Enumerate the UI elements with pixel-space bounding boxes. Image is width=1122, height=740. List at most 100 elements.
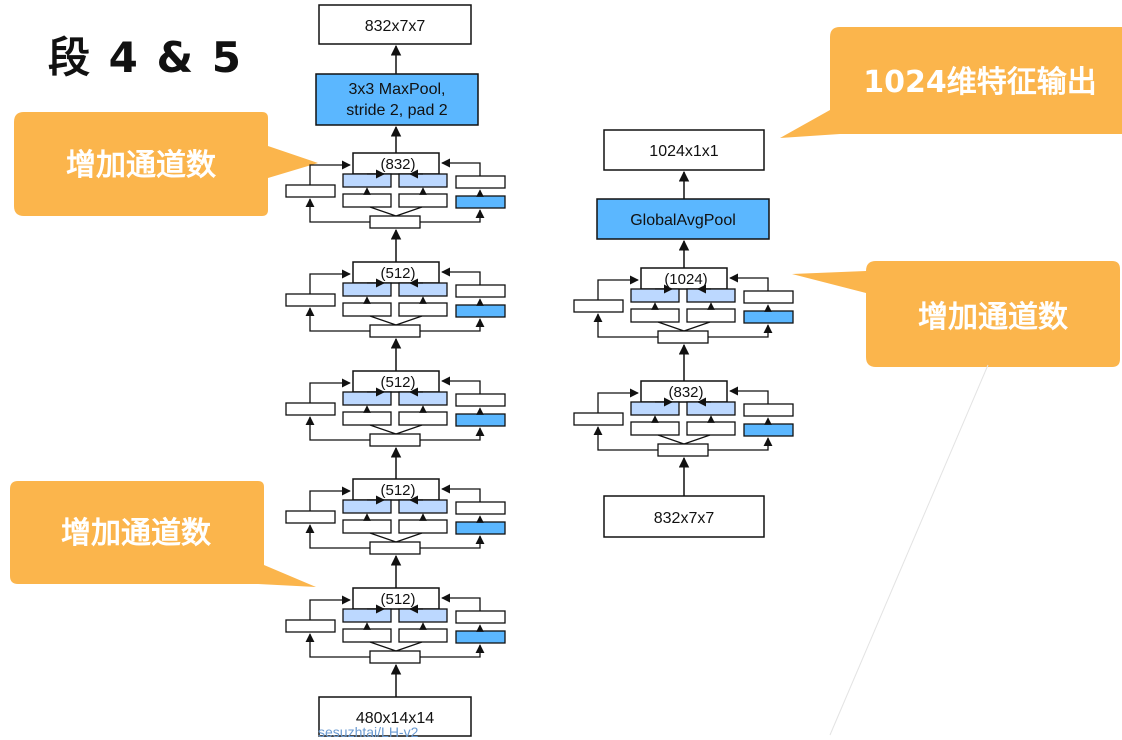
branch-1x1-input-arrow (593, 313, 658, 338)
left-top-output-box (318, 4, 472, 45)
module-split-lines (369, 532, 423, 543)
branch-pool-conv-box (743, 310, 794, 324)
module-split-lines (657, 321, 711, 332)
branch-pool-output-arrow (441, 484, 481, 502)
inception-module: (512) (285, 587, 506, 664)
branch-pool-input-arrow (708, 437, 773, 451)
branch-pool-box (743, 403, 794, 417)
faint-divider-line (829, 364, 989, 736)
branch-pool-conv-box (455, 413, 506, 427)
branch-pool-box (455, 393, 506, 407)
module-channel-label: (512) (380, 482, 415, 499)
branch-pool-output-arrow (729, 386, 769, 404)
module-input-box (369, 650, 421, 664)
branch-1x1-output-arrow (309, 486, 351, 511)
watermark: sesuzhtai/LH-v2 (318, 724, 419, 740)
callout-left-top: 增加通道数 (14, 112, 318, 216)
module-channel-label: (1024) (664, 271, 707, 288)
maxpool-label-line2: stride 2, pad 2 (346, 102, 448, 119)
branch-5x5-reduce-box (398, 193, 448, 208)
branch-pool-conv-box (455, 195, 506, 209)
branch-1x1-output-arrow (309, 595, 351, 620)
branch-3x3-reduce-box (342, 628, 392, 643)
branch-pool-output-arrow (441, 158, 481, 176)
branch-pool-input-arrow (420, 535, 485, 549)
branch-pool-input-arrow (420, 427, 485, 441)
callout-right-mid-text: 增加通道数 (918, 300, 1069, 335)
branch-3x3-reduce-box (342, 519, 392, 534)
right-column: 1024x1x1 GlobalAvgPool 832x7x7 (596, 129, 770, 538)
branch-pool-output-arrow (441, 267, 481, 285)
branch-3x3-reduce-box (342, 411, 392, 426)
module-input-box (657, 443, 709, 457)
right-top-output-box (603, 129, 765, 171)
branch-3x3-conv-box (342, 282, 392, 297)
branch-1x1-box (573, 412, 624, 426)
branch-3x3-reduce-box (630, 421, 680, 436)
branch-pool-box (455, 284, 506, 298)
branch-pool-output-arrow (729, 273, 769, 291)
global-avg-pool-box (596, 198, 770, 240)
callout-left-bottom: 增加通道数 (10, 481, 316, 587)
callout-left-bottom-text: 增加通道数 (61, 516, 212, 551)
branch-1x1-output-arrow (309, 378, 351, 403)
branch-1x1-input-arrow (305, 524, 370, 549)
branch-1x1-output-arrow (309, 160, 351, 185)
callout-right-output: 1024维特征输出 (780, 27, 1122, 138)
branch-3x3-conv-box (630, 401, 680, 416)
branch-3x3-conv-box (342, 391, 392, 406)
module-channel-label: (512) (380, 591, 415, 608)
module-split-lines (369, 315, 423, 326)
right-top-output-label: 1024x1x1 (649, 143, 718, 160)
global-avg-pool-label: GlobalAvgPool (630, 212, 736, 229)
branch-5x5-reduce-box (398, 628, 448, 643)
maxpool-label-line1: 3x3 MaxPool, (349, 81, 446, 98)
branch-5x5-reduce-box (398, 302, 448, 317)
branch-3x3-reduce-box (342, 193, 392, 208)
module-split-lines (657, 434, 711, 445)
branch-pool-input-arrow (708, 324, 773, 338)
branch-pool-input-arrow (420, 644, 485, 658)
branch-1x1-output-arrow (597, 388, 639, 413)
branch-pool-box (455, 610, 506, 624)
module-input-box (369, 324, 421, 338)
module-input-box (369, 433, 421, 447)
branch-1x1-input-arrow (305, 416, 370, 441)
right-inception-modules: (1024)(832) (573, 267, 794, 496)
branch-1x1-input-arrow (593, 426, 658, 451)
module-concat-box (640, 267, 728, 290)
section-title: 段 4 & 5 (48, 33, 243, 82)
branch-5x5-conv-box (686, 401, 736, 416)
left-bottom-input-label: 480x14x14 (356, 710, 434, 727)
branch-1x1-box (285, 619, 336, 633)
left-top-output-label: 832x7x7 (365, 18, 426, 35)
branch-3x3-reduce-box (342, 302, 392, 317)
branch-1x1-input-arrow (305, 198, 370, 223)
branch-pool-conv-box (455, 521, 506, 535)
branch-pool-box (455, 501, 506, 515)
inception-module: (832) (285, 152, 506, 229)
callout-right-mid: 增加通道数 (792, 261, 1120, 367)
branch-5x5-conv-box (398, 499, 448, 514)
branch-3x3-conv-box (342, 499, 392, 514)
module-split-lines (369, 206, 423, 217)
module-input-box (369, 215, 421, 229)
branch-5x5-reduce-box (398, 411, 448, 426)
inception-module: (1024) (573, 267, 794, 344)
module-input-box (657, 330, 709, 344)
maxpool-box (315, 73, 479, 126)
inception-module: (512) (285, 261, 506, 338)
branch-3x3-conv-box (342, 173, 392, 188)
branch-1x1-input-arrow (305, 633, 370, 658)
branch-1x1-box (285, 402, 336, 416)
module-split-lines (369, 424, 423, 435)
branch-5x5-conv-box (398, 608, 448, 623)
branch-pool-output-arrow (441, 376, 481, 394)
callout-right-output-text: 1024维特征输出 (863, 65, 1097, 100)
module-channel-label: (512) (380, 374, 415, 391)
branch-5x5-reduce-box (686, 308, 736, 323)
branch-5x5-conv-box (686, 288, 736, 303)
branch-1x1-input-arrow (305, 307, 370, 332)
module-concat-box (352, 152, 440, 175)
